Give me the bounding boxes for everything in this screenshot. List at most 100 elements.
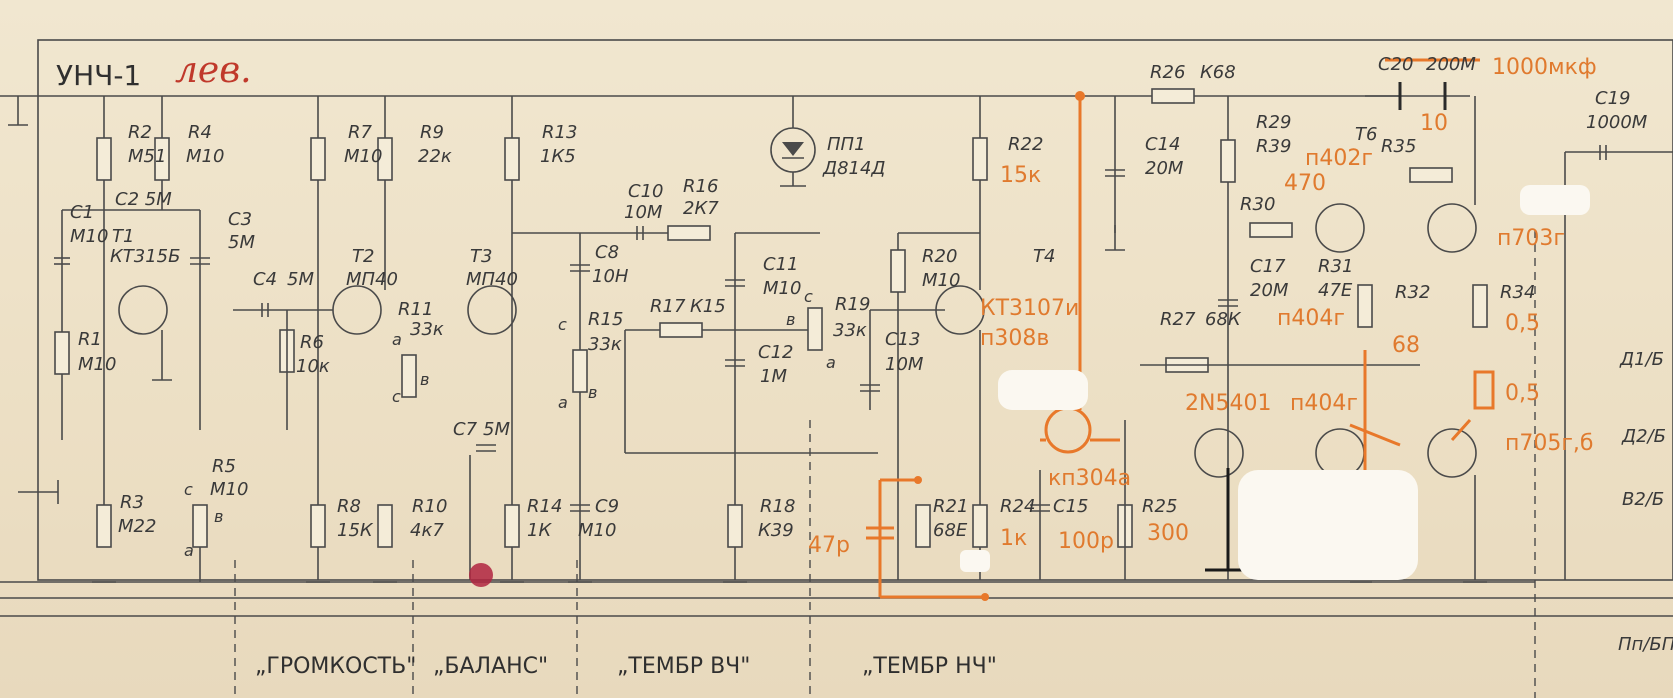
label-c11-val: М10 (763, 278, 801, 299)
label-c3-val: 5М (228, 232, 255, 253)
label-c17: C17 (1250, 256, 1286, 277)
label-c1-val: М10 (70, 226, 108, 247)
label-r31-val: 47Е (1318, 280, 1353, 301)
label-r6-val: 10к (296, 356, 330, 377)
mod-r30: 470 (1284, 171, 1326, 196)
label-c15: C15 (1053, 496, 1088, 517)
label-t2-type: МП40 (346, 269, 398, 290)
ink-blot (469, 563, 493, 587)
label-r4: R4 (188, 122, 212, 143)
mod-t8: п404г (1290, 391, 1358, 416)
mod-res-new: 0,5 (1505, 381, 1540, 406)
label-r31: R31 (1318, 256, 1353, 277)
label-c14-val: 20М (1145, 158, 1184, 179)
label-r19-val: 33к (833, 320, 867, 341)
mod-t4-b: п308в (980, 326, 1049, 351)
label-r18-val: К39 (758, 520, 794, 541)
label-r16-val: 2К7 (683, 198, 719, 219)
label-c19: C19 (1595, 88, 1630, 109)
label-c11: C11 (763, 254, 798, 275)
label-r5-c: с (184, 480, 193, 499)
label-r3: R3 (120, 492, 144, 513)
label-r18: R18 (760, 496, 795, 517)
label-r16: R16 (683, 176, 718, 197)
label-c7-val: 5М (483, 419, 510, 440)
label-r5-v: в (214, 507, 223, 526)
label-pp1: ПП1 (827, 134, 866, 155)
connector-d1: Д1/Б (1619, 349, 1664, 370)
label-t3: T3 (470, 246, 492, 267)
mod-r25: 300 (1147, 521, 1189, 546)
label-r17: R17 (650, 296, 686, 317)
block-title: УНЧ-1 (56, 59, 141, 92)
mod-cap: 47р (808, 533, 850, 558)
label-r26-val: К68 (1200, 62, 1236, 83)
section-balance: „БАЛАНС" (433, 654, 548, 679)
label-r29-val: R39 (1256, 136, 1291, 157)
mod-t4-a: КТ3107и (980, 296, 1079, 321)
connector-pp: Пп/БП (1618, 634, 1673, 655)
label-r9-val: 22к (418, 146, 452, 167)
label-r11-c: с (392, 387, 401, 406)
label-r4-val: М10 (186, 146, 224, 167)
label-r21-val: 68Е (933, 520, 968, 541)
label-c10-val: 10М (624, 202, 663, 223)
label-r5: R5 (212, 456, 236, 477)
label-r25: R25 (1142, 496, 1177, 517)
mod-r22: 15к (1000, 163, 1041, 188)
label-r10: R10 (412, 496, 447, 517)
label-t1-type: КТ315Б (110, 246, 180, 267)
label-c1: C1 (70, 202, 94, 223)
label-c17-val: 20М (1250, 280, 1289, 301)
label-c12-val: 1М (760, 366, 787, 387)
label-c9: C9 (595, 496, 619, 517)
label-c8-val: 10Н (592, 266, 629, 287)
label-r15: R15 (588, 309, 623, 330)
label-r2-val: М51 (128, 146, 166, 167)
mod-c20-value: 1000мкф (1492, 55, 1597, 80)
label-r27-val: 68К (1205, 309, 1242, 330)
label-r5-a: а (184, 541, 194, 560)
label-c8: C8 (595, 242, 619, 263)
zener-diode-pp1 (770, 96, 816, 187)
mod-t9: п705г,б (1505, 431, 1594, 456)
label-r1: R1 (78, 329, 102, 350)
mod-t5: 2N5401 (1185, 391, 1271, 416)
label-r10-val: 4к7 (410, 520, 444, 541)
label-c20: C20 (1378, 54, 1413, 75)
label-c12: C12 (758, 342, 793, 363)
label-r17-val: К15 (690, 296, 726, 317)
label-r32: R32 (1395, 282, 1430, 303)
label-c10: C10 (628, 181, 663, 202)
label-r1-val: М10 (78, 354, 116, 375)
label-r19-a: а (826, 353, 836, 372)
channel-handwritten-label: лев. (175, 50, 252, 91)
mod-r34: 0,5 (1505, 311, 1540, 336)
label-r24: R24 (1000, 496, 1035, 517)
mod-t6: п402г (1305, 146, 1373, 171)
label-r8-val: 15К (337, 520, 374, 541)
mod-c20-sub: 10 (1420, 111, 1448, 136)
label-r20-val: М10 (922, 270, 960, 291)
label-c13: C13 (885, 329, 920, 350)
label-c7: C7 (453, 419, 478, 440)
label-r3-val: М22 (118, 516, 156, 537)
label-c4: C4 (253, 269, 277, 290)
label-r14-val: 1К (527, 520, 552, 541)
label-r7-val: М10 (344, 146, 382, 167)
section-volume: „ГРОМКОСТЬ" (255, 654, 416, 679)
mod-r32: 68 (1392, 333, 1420, 358)
label-r7: R7 (348, 122, 373, 143)
section-treble: „ТЕМБР ВЧ" (617, 654, 750, 679)
label-r26: R26 (1150, 62, 1185, 83)
label-c3: C3 (228, 209, 252, 230)
label-r8: R8 (337, 496, 361, 517)
mod-fet: кп304а (1048, 466, 1131, 491)
label-c13-val: 10М (885, 354, 924, 375)
label-r30: R30 (1240, 194, 1275, 215)
mod-r24: 1к (1000, 526, 1027, 551)
label-t1: T1 (112, 226, 134, 247)
label-c14: C14 (1145, 134, 1180, 155)
label-t2: T2 (352, 246, 374, 267)
